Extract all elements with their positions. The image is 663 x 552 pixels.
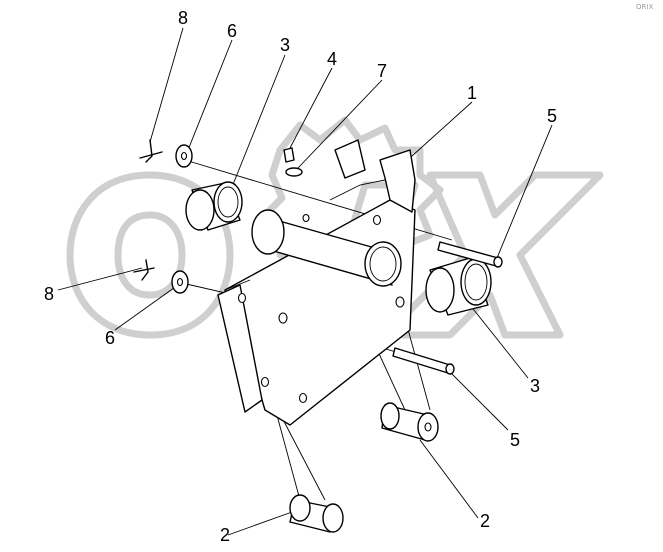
callout-3-right: 3 — [530, 376, 540, 396]
roller-2-right — [380, 402, 439, 442]
callout-2-right: 2 — [480, 511, 490, 531]
cotter-pin-8-lower — [133, 259, 155, 281]
corner-mark: ORIX — [636, 3, 653, 11]
washer-6-lower — [171, 270, 189, 294]
roller-2-bottom — [289, 494, 344, 533]
callout-labels: 8 6 3 4 7 1 5 8 6 3 5 2 2 — [44, 8, 557, 545]
callout-2-bottom: 2 — [220, 525, 230, 545]
callout-6-left: 6 — [105, 328, 115, 348]
callout-8-left: 8 — [44, 284, 54, 304]
callout-5-bottom: 5 — [510, 430, 520, 450]
callout-3-top: 3 — [280, 35, 290, 55]
cotter-pin-8-upper — [139, 139, 163, 163]
tube-axle — [251, 209, 402, 287]
callout-1: 1 — [467, 83, 477, 103]
callout-5-top: 5 — [547, 106, 557, 126]
callout-6-top: 6 — [227, 21, 237, 41]
bushing-3-right — [425, 257, 492, 316]
washer-6-upper — [175, 144, 193, 168]
callout-8-top: 8 — [178, 8, 188, 28]
pin-5-lower — [392, 347, 455, 375]
grease-fitting-7 — [283, 147, 303, 177]
callout-4: 4 — [327, 49, 337, 69]
bushing-3-left — [185, 181, 243, 231]
pin-5-upper — [437, 241, 503, 268]
callout-7: 7 — [377, 61, 387, 81]
